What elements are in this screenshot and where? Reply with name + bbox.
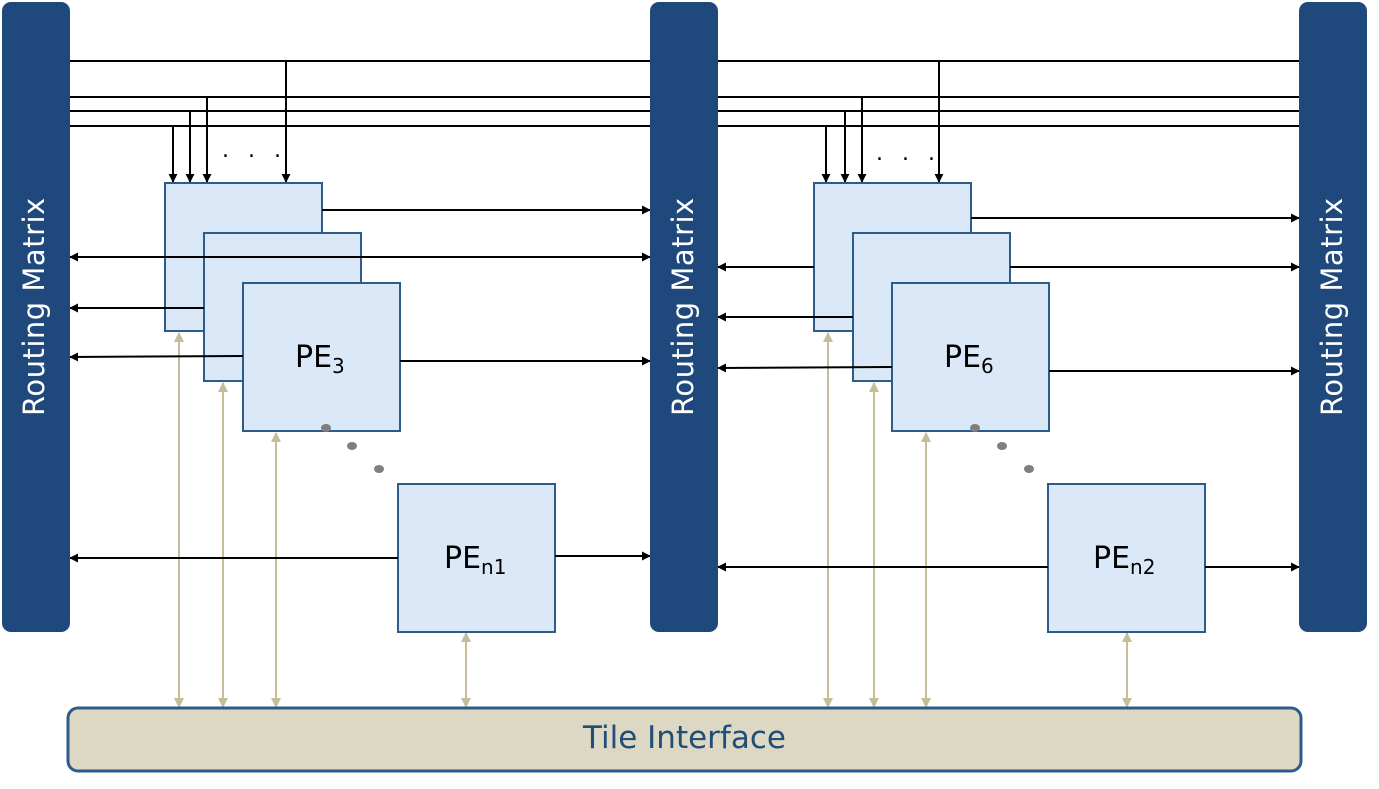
bus-drop-arrows-right [821,61,944,183]
bus-drop-arrows-left [168,61,291,183]
pe-box-right-3 [891,282,1050,432]
pe-stack-right [813,182,1206,633]
tile-interface-links [174,332,1132,708]
pe-links-right [717,213,1300,572]
routing-matrix-left [2,2,70,632]
bus-lines-right [718,60,1299,127]
tile-interface [66,706,1303,773]
continuation-dots [321,424,1034,473]
bus-lines-left [70,60,650,127]
routing-matrix-middle [650,2,718,632]
pe-box-left-n [397,483,556,633]
pe-box-right-n [1047,483,1206,633]
pe-links-left [69,205,651,563]
pe-box-left-3 [242,282,401,432]
routing-matrix-right [1299,2,1367,632]
routing-matrices [2,2,1367,632]
